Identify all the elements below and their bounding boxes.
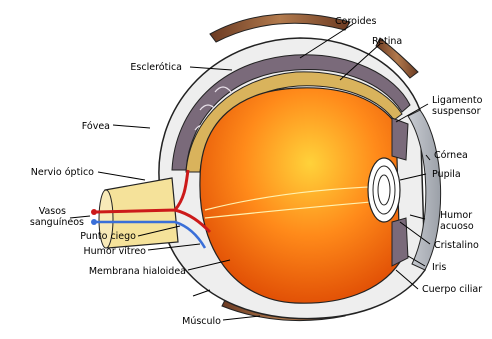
- label-fovea: Fóvea: [82, 121, 110, 132]
- label-humor-acuoso-2: acuoso: [440, 221, 474, 232]
- label-coroides: Coroides: [335, 16, 376, 27]
- ciliary-body-bottom: [392, 218, 408, 266]
- label-vasos-1: Vasos: [39, 206, 66, 217]
- vessel-end-blue: [91, 219, 97, 225]
- label-nervio-optico: Nervio óptico: [31, 167, 94, 178]
- label-cristalino: Cristalino: [434, 240, 479, 251]
- label-humor-vitreo: Humor vítreo: [84, 246, 147, 257]
- vessel-end-red: [91, 209, 97, 215]
- label-ligamento-1: Ligamento: [432, 95, 483, 106]
- label-retina: Retina: [372, 36, 402, 47]
- label-pupila: Pupila: [432, 169, 461, 180]
- ciliary-body-top: [392, 118, 408, 160]
- label-vasos-2: sanguíneos: [30, 217, 84, 228]
- label-cuerpo-ciliar: Cuerpo ciliar: [422, 284, 482, 295]
- label-cornea: Córnea: [434, 150, 468, 161]
- label-ligamento-2: suspensor: [432, 106, 481, 117]
- label-punto-ciego: Punto ciego: [80, 231, 136, 242]
- muscle-top: [210, 14, 350, 42]
- label-musculo: Músculo: [182, 316, 221, 327]
- label-esclerotica: Esclerótica: [130, 62, 182, 73]
- label-humor-acuoso-1: Humor: [440, 210, 472, 221]
- label-iris: Iris: [432, 262, 446, 273]
- label-membrana-hialoidea: Membrana hialoidea: [89, 266, 186, 277]
